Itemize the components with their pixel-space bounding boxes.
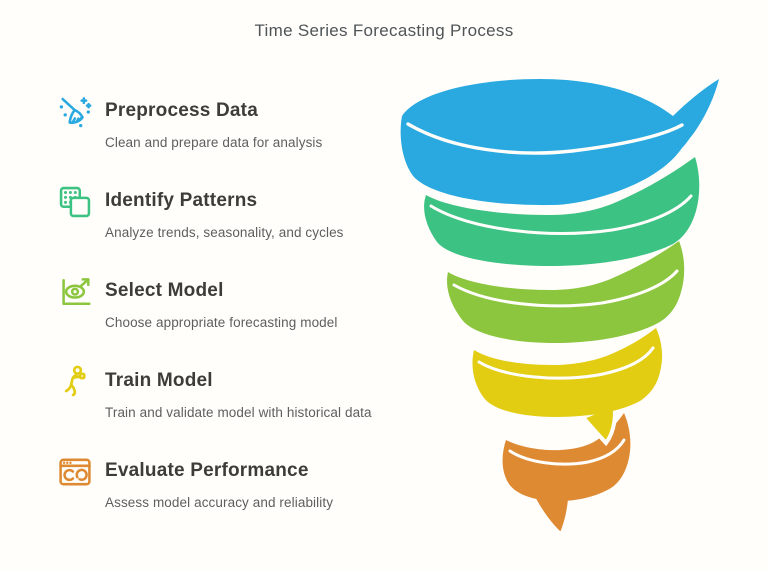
step-text-block: Preprocess Data Clean and prepare data f… [105, 93, 322, 151]
eye-axis-arrow-icon [56, 273, 94, 311]
step-description: Choose appropriate forecasting model [105, 315, 338, 330]
browser-loops-icon [56, 453, 94, 491]
funnel-level-5-rim [508, 438, 626, 466]
step-description: Train and validate model with historical… [105, 405, 372, 420]
step-title: Preprocess Data [105, 100, 258, 121]
broom-sparkles-icon [56, 93, 94, 131]
funnel-level-2-band [424, 157, 700, 266]
step-item-train-model: Train Model Train and validate model wit… [56, 363, 372, 421]
step-item-preprocess-data: Preprocess Data Clean and prepare data f… [56, 93, 322, 151]
step-title: Evaluate Performance [105, 460, 309, 481]
page-title: Time Series Forecasting Process [254, 21, 514, 40]
pattern-squares-icon [56, 183, 94, 221]
step-text-block: Select Model Choose appropriate forecast… [105, 273, 338, 331]
step-item-select-model: Select Model Choose appropriate forecast… [56, 273, 338, 331]
step-title: Select Model [105, 280, 224, 301]
funnel-level-3-band [447, 241, 685, 343]
running-person-icon [56, 363, 94, 401]
step-item-identify-patterns: Identify Patterns Analyze trends, season… [56, 183, 344, 241]
step-description: Clean and prepare data for analysis [105, 135, 323, 150]
funnel-level-2-rim [429, 194, 693, 235]
step-description: Assess model accuracy and reliability [105, 495, 334, 510]
funnel-level-1-band [400, 79, 719, 206]
funnel-level-1-rim [406, 122, 684, 155]
funnel-level-4-band [472, 328, 663, 417]
funnel-level-4-rim [477, 346, 655, 380]
step-item-evaluate-performance: Evaluate Performance Assess model accura… [56, 453, 333, 511]
step-text-block: Identify Patterns Analyze trends, season… [105, 183, 344, 241]
funnel-level-3-rim [452, 269, 679, 308]
spiral-funnel-diagram [400, 79, 719, 536]
step-title: Train Model [105, 370, 213, 391]
step-text-block: Train Model Train and validate model wit… [105, 363, 372, 421]
step-title: Identify Patterns [105, 190, 258, 211]
step-description: Analyze trends, seasonality, and cycles [105, 225, 344, 240]
funnel-level-5-band [502, 413, 631, 502]
step-text-block: Evaluate Performance Assess model accura… [105, 453, 333, 511]
